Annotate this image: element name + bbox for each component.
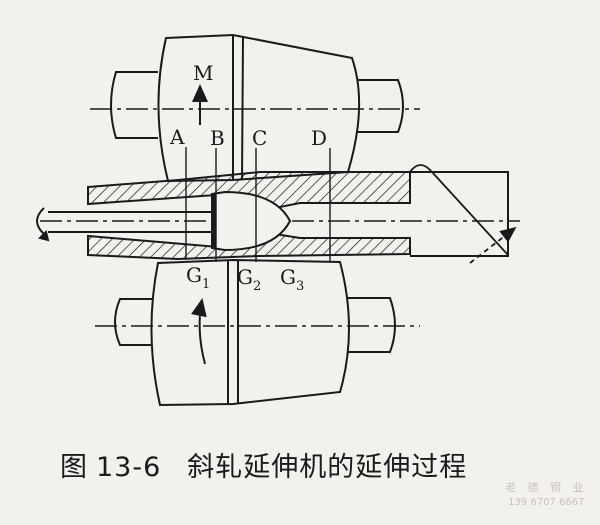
label-C: C bbox=[252, 126, 267, 150]
caption-title: 斜轧延伸机的延伸过程 bbox=[187, 452, 468, 483]
figure-caption: 图 13-6 斜轧延伸机的延伸过程 bbox=[60, 445, 467, 484]
mandrel bbox=[36, 190, 292, 252]
label-B: B bbox=[210, 126, 225, 150]
label-D: D bbox=[311, 126, 327, 150]
lower-roll-body bbox=[150, 258, 350, 407]
lower-rotation-arrow bbox=[191, 298, 207, 365]
label-M: M bbox=[193, 61, 213, 85]
watermark-phone: 139 6707 6667 bbox=[508, 497, 585, 508]
watermark: 老 德 钢 业 139 6707 6667 bbox=[505, 480, 588, 510]
centre-lines bbox=[40, 108, 520, 327]
upper-roll-body bbox=[157, 33, 361, 183]
caption-prefix: 图 bbox=[60, 452, 88, 483]
watermark-name: 老 德 钢 业 bbox=[505, 481, 588, 494]
label-G2: G2 bbox=[237, 265, 261, 294]
upper-roll bbox=[110, 33, 404, 183]
section-lines bbox=[185, 147, 331, 262]
helix bbox=[409, 164, 517, 264]
label-A: A bbox=[169, 125, 185, 149]
lower-roll bbox=[114, 258, 396, 407]
label-G3: G3 bbox=[280, 265, 304, 294]
rotation-arrow-icon bbox=[36, 207, 45, 235]
lower-right-shaft bbox=[345, 297, 396, 353]
mandrel-head bbox=[211, 190, 292, 252]
label-G1: G1 bbox=[186, 263, 210, 292]
caption-number: 13-6 bbox=[96, 452, 162, 483]
upper-left-shaft bbox=[110, 71, 158, 139]
upper-right-shaft bbox=[352, 79, 404, 133]
mandrel-rod bbox=[48, 211, 212, 233]
lower-left-shaft bbox=[114, 298, 158, 346]
